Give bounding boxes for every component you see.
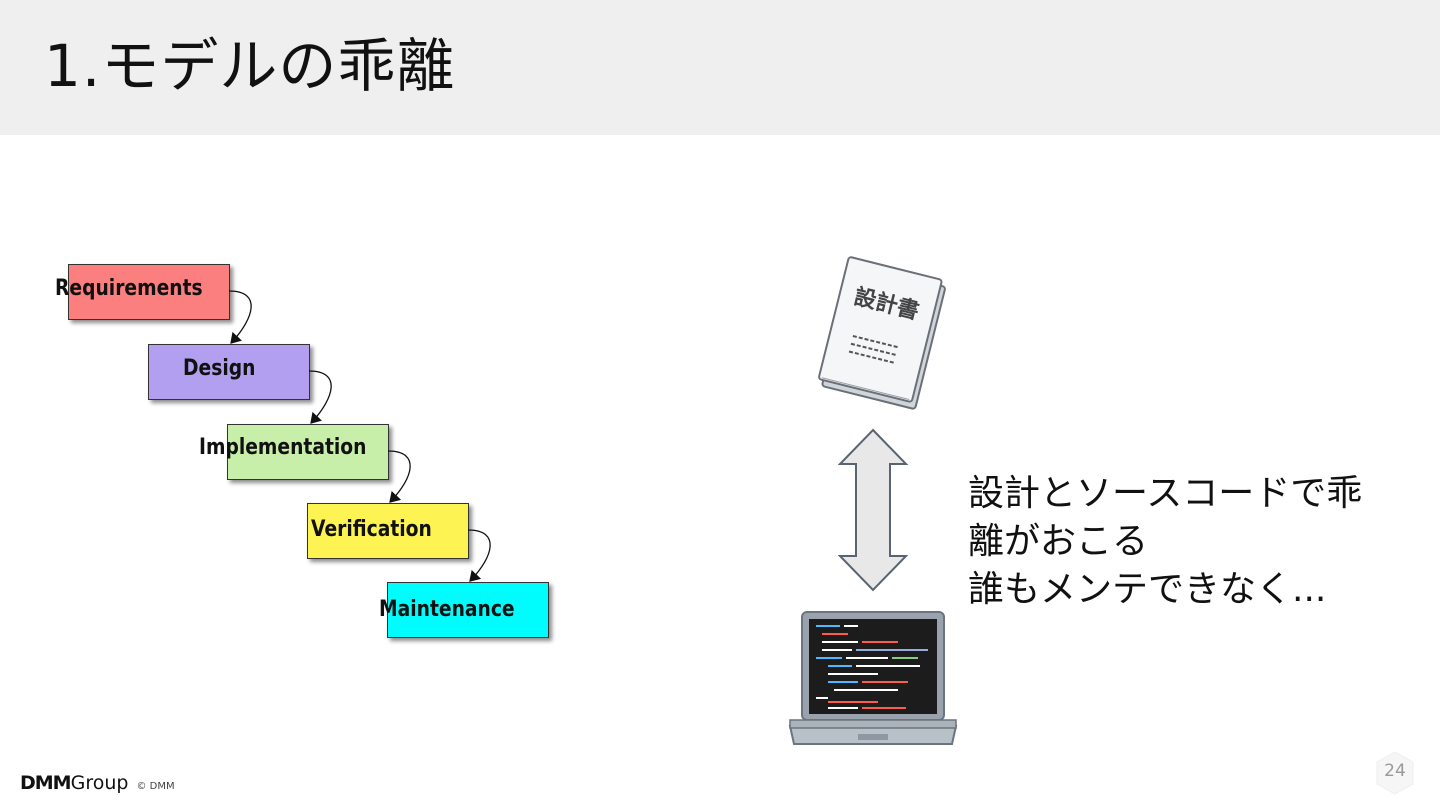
logo-group: Group (70, 772, 129, 794)
stage-box-design (148, 344, 310, 400)
double-arrow-icon (838, 428, 909, 592)
stage-label-implementation: Implementation (199, 435, 367, 460)
arrow-verification-maintenance (467, 529, 491, 582)
stage-label-requirements: Requirements (55, 276, 203, 301)
stage-label-maintenance: Maintenance (379, 597, 515, 622)
arrow-requirements-design (228, 290, 252, 344)
arrow-implementation-verification (387, 450, 411, 503)
copyright-text: © DMM (136, 781, 175, 792)
body-line-3: 誰もメンテできなく... (968, 569, 1327, 610)
stage-label-design: Design (183, 356, 256, 381)
arrow-design-implementation (308, 370, 332, 424)
design-document-icon: 設計書 (818, 256, 946, 410)
header-bar: 1.モデルの乖離 (0, 0, 1440, 135)
stage-box-implementation (227, 424, 389, 480)
page-number: 24 (1384, 761, 1406, 781)
laptop-code-icon (788, 611, 958, 745)
stage-box-requirements (68, 264, 230, 320)
body-line-1: 設計とソースコードで乖 (968, 473, 1363, 514)
logo-brand: DMM (20, 772, 72, 794)
stage-box-verification (307, 503, 469, 559)
hexagon-badge-icon (1376, 751, 1414, 795)
body-text: 設計とソースコードで乖 離がおこる 誰もメンテできなく... (968, 470, 1398, 614)
page-title: 1.モデルの乖離 (44, 32, 456, 100)
stage-box-maintenance (387, 582, 549, 638)
footer-logo: DMMGroup © DMM (20, 772, 175, 794)
stage-label-verification: Verification (311, 517, 432, 542)
waterfall-arrows (228, 290, 491, 582)
body-line-2: 離がおこる (968, 521, 1149, 562)
